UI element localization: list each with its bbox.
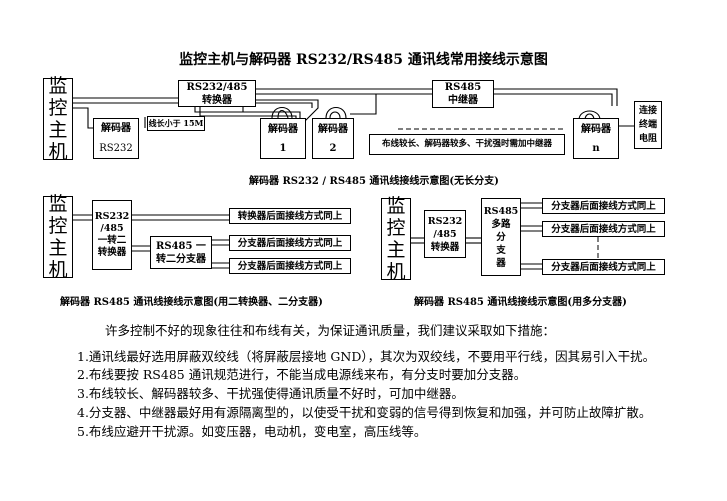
intro-text: 许多控制不好的现象往往和布线有关，为保证通讯质量，我们建议采取如下措施： xyxy=(105,323,556,338)
label-multi-splitter-1: 分支器后面接线方式同上 xyxy=(542,198,665,214)
label-multi-splitter-3: 分支器后面接线方式同上 xyxy=(542,259,665,275)
label-multi-splitter-2: 分支器后面接线方式同上 xyxy=(542,221,665,237)
terminal-resistor: 连接终端电阻 xyxy=(634,101,662,149)
recommendation-4: 4.分支器、中继器最好用有源隔离型的，以使受干扰和变弱的信号得到恢复和加强，并可… xyxy=(77,405,652,420)
monitor-host-2: 监控主机 xyxy=(43,193,73,281)
recommendation-2: 2.布线要按 RS485 通讯规范进行，不能当成电源线来布，有分支时要加分支器。 xyxy=(77,367,527,382)
label-converter-parallel: 转换器后面接线方式同上 xyxy=(229,208,351,224)
wire-length-note: 线长小于 15M xyxy=(147,116,205,131)
repeater-note: 布线较长、解码器较多、干扰强时需加中继器 xyxy=(369,134,565,155)
label-splitter-parallel-b: 分支器后面接线方式同上 xyxy=(229,258,351,274)
recommendation-5: 5.布线应避开干扰源。如变压器，电动机，变电室，高压线等。 xyxy=(77,424,427,439)
page-title: 监控主机与解码器 RS232/RS485 通讯线常用接线示意图 xyxy=(179,52,548,68)
recommendation-1: 1.通讯线最好选用屏蔽双绞线（将屏蔽层接地 GND），其次为双绞线，不要用平行线… xyxy=(77,349,656,364)
recommendation-3: 3.布线较长、解码器较多、干扰强使得通讯质量不好时，可加中继器。 xyxy=(77,386,464,401)
monitor-host-3: 监控主机 xyxy=(381,195,411,283)
diagram3-caption: 解码器 RS485 通讯线接线示意图(用多分支器) xyxy=(414,297,627,308)
diagram1-caption: 解码器 RS232 / RS485 通讯线接线示意图(无长分支) xyxy=(249,176,499,187)
diagram2-caption: 解码器 RS485 通讯线接线示意图(用二转换器、二分支器) xyxy=(60,297,323,308)
monitor-host-1: 监控主机 xyxy=(43,75,73,163)
label-splitter-parallel-a: 分支器后面接线方式同上 xyxy=(229,235,351,251)
splitter-1to2: RS485 一转二分支器 xyxy=(150,236,212,269)
